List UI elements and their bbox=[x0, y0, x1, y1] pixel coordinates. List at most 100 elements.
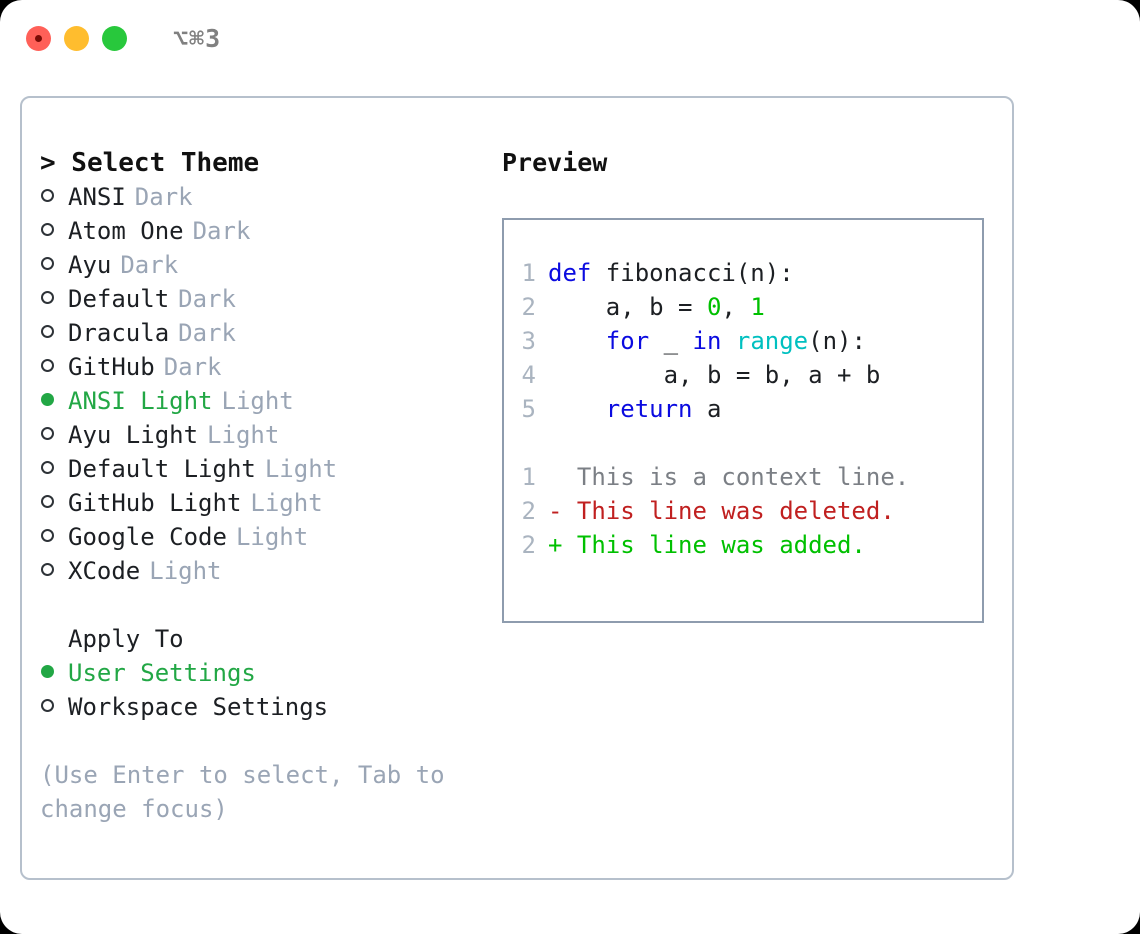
window-controls bbox=[26, 25, 127, 51]
apply-option-item[interactable]: Workspace Settings bbox=[40, 690, 484, 724]
theme-variant-label: Dark bbox=[178, 319, 236, 347]
theme-variant-label: Light bbox=[207, 421, 280, 449]
diff-text-ctx: This is a context line. bbox=[548, 463, 910, 491]
code-token-kw: for bbox=[605, 327, 650, 355]
code-text: return a bbox=[548, 392, 722, 426]
code-token-fn: range bbox=[735, 327, 809, 355]
theme-item[interactable]: Ayu Dark bbox=[40, 248, 484, 282]
title-bar: ⌥⌘3 bbox=[0, 0, 1140, 76]
theme-label: Dracula bbox=[68, 319, 170, 347]
code-text: for _ in range(n): bbox=[548, 324, 866, 358]
code-text: def fibonacci(n): bbox=[548, 256, 794, 290]
theme-item[interactable]: Ayu Light Light bbox=[40, 418, 484, 452]
code-text: a, b = b, a + b bbox=[548, 358, 881, 392]
apply-option-label: Workspace Settings bbox=[68, 693, 329, 721]
theme-variant-label: Dark bbox=[134, 183, 193, 211]
theme-label: Default bbox=[68, 285, 170, 313]
theme-label: Default Light bbox=[68, 455, 256, 483]
code-token-num: 1 bbox=[750, 293, 765, 321]
preview-heading: Preview bbox=[502, 148, 608, 177]
code-token-plain: a bbox=[692, 395, 722, 423]
line-number: 5 bbox=[521, 395, 536, 423]
keyboard-hint: (Use Enter to select, Tab to change focu… bbox=[40, 761, 460, 823]
code-line: 3 for _ in range(n): bbox=[504, 324, 982, 358]
diff-sample: 1 This is a context line.2- This line wa… bbox=[504, 460, 982, 562]
diff-line: 1 This is a context line. bbox=[504, 460, 982, 494]
code-token-kw: return bbox=[605, 395, 693, 423]
theme-variant-label: Light bbox=[221, 387, 294, 415]
line-number: 2 bbox=[521, 293, 536, 321]
theme-label: GitHub Light bbox=[68, 489, 242, 517]
diff-text-add: + This line was added. bbox=[548, 531, 866, 559]
theme-item[interactable]: ANSI Dark bbox=[40, 180, 484, 214]
theme-label: GitHub bbox=[68, 353, 155, 381]
code-token-plain: a, b = b, a + b bbox=[548, 361, 881, 389]
theme-variant-label: Light bbox=[264, 455, 338, 483]
theme-item[interactable]: Atom One Dark bbox=[40, 214, 484, 248]
code-token-plain bbox=[721, 327, 735, 355]
code-token-kw: def bbox=[548, 259, 592, 287]
theme-label: Ayu Light bbox=[68, 421, 199, 449]
theme-item[interactable]: Default Light Light bbox=[40, 452, 484, 486]
apply-to-heading: Apply To bbox=[68, 625, 184, 653]
theme-item[interactable]: Google Code Light bbox=[40, 520, 484, 554]
theme-label: XCode bbox=[68, 557, 141, 585]
code-token-plain bbox=[548, 395, 606, 423]
code-token-plain bbox=[548, 327, 606, 355]
code-line: 1 def fibonacci(n): bbox=[504, 256, 982, 290]
theme-variant-label: Dark bbox=[120, 251, 179, 279]
theme-item[interactable]: GitHub Dark bbox=[40, 350, 484, 384]
spacer bbox=[504, 426, 982, 460]
diff-text-del: - This line was deleted. bbox=[548, 497, 895, 525]
theme-item[interactable]: Default Dark bbox=[40, 282, 484, 316]
theme-label: Google Code bbox=[68, 523, 227, 551]
code-line: 2 a, b = 0, 1 bbox=[504, 290, 982, 324]
code-line: 4 a, b = b, a + b bbox=[504, 358, 982, 392]
theme-label: Ayu bbox=[68, 251, 112, 279]
code-text: a, b = 0, 1 bbox=[548, 290, 765, 324]
theme-variant-label: Dark bbox=[163, 353, 222, 381]
line-number: 4 bbox=[521, 361, 536, 389]
code-token-num: 0 bbox=[706, 293, 722, 321]
line-number: 1 bbox=[521, 463, 536, 491]
diff-line: 2 + This line was added. bbox=[504, 528, 982, 562]
spacer bbox=[40, 588, 484, 622]
keyboard-shortcut-label: ⌥⌘3 bbox=[173, 23, 222, 53]
code-token-plain: _ bbox=[649, 327, 693, 355]
line-number: 3 bbox=[521, 327, 536, 355]
theme-item[interactable]: ANSI Light Light bbox=[40, 384, 484, 418]
theme-variant-label: Dark bbox=[192, 217, 251, 245]
minimize-button[interactable] bbox=[64, 25, 89, 51]
code-token-plain: fibonacci(n): bbox=[591, 259, 794, 287]
line-number: 2 bbox=[521, 531, 536, 559]
code-token-kw: in bbox=[692, 327, 722, 355]
theme-label: ANSI Light bbox=[68, 387, 213, 415]
code-line: 5 return a bbox=[504, 392, 982, 426]
code-token-plain: , bbox=[721, 293, 751, 321]
theme-variant-label: Light bbox=[250, 489, 323, 517]
maximize-button[interactable] bbox=[102, 25, 127, 51]
apply-option-label: User Settings bbox=[68, 659, 256, 687]
diff-line: 2- This line was deleted. bbox=[504, 494, 982, 528]
apply-option-item[interactable]: User Settings bbox=[40, 656, 484, 690]
theme-variant-label: Dark bbox=[178, 285, 236, 313]
line-number: 1 bbox=[521, 259, 536, 287]
theme-label: Atom One bbox=[68, 217, 184, 245]
select-theme-heading: > Select Theme bbox=[40, 148, 260, 178]
theme-variant-label: Light bbox=[235, 523, 309, 551]
theme-item[interactable]: Dracula Dark bbox=[40, 316, 484, 350]
code-token-plain: a, b = bbox=[548, 293, 707, 321]
theme-label: ANSI bbox=[68, 183, 126, 211]
close-button[interactable] bbox=[26, 25, 51, 51]
theme-item[interactable]: GitHub Light Light bbox=[40, 486, 484, 520]
code-token-plain: (n): bbox=[808, 327, 866, 355]
